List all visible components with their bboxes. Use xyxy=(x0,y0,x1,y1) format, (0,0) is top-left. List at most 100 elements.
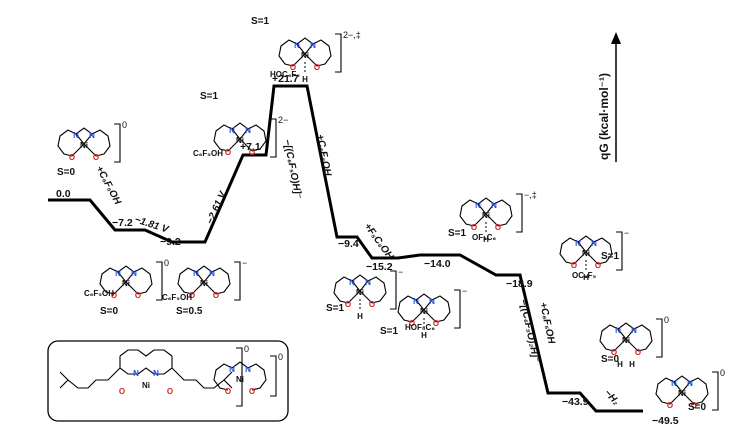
atom-n-left: N xyxy=(229,126,235,135)
ligand-b-bonds xyxy=(213,361,267,391)
charge-label: 0 xyxy=(164,258,169,268)
level-L4: +21.7 xyxy=(272,73,299,85)
level-L8: −18.9 xyxy=(506,278,533,290)
ring-bonds xyxy=(333,274,387,304)
atom-o-left: O xyxy=(290,63,296,72)
charge-label: − xyxy=(462,286,467,296)
atom-n-left: N xyxy=(73,131,79,140)
ring-bonds xyxy=(57,127,111,157)
atom-h-s6: H xyxy=(357,312,363,321)
level-L5: −9.4 xyxy=(338,238,359,250)
spin-s10: S=0 xyxy=(601,354,620,365)
atom-n-right: N xyxy=(591,239,597,248)
spin-s1: S=0 xyxy=(57,167,76,178)
charge-label: 0 xyxy=(720,368,725,378)
atom-h-s5: H xyxy=(302,75,308,84)
atom-o-right: O xyxy=(495,223,501,232)
ligand-b-n-right: N xyxy=(245,365,251,374)
atom-o-left: O xyxy=(345,300,351,309)
charge-bracket xyxy=(390,270,397,310)
atom-o-left: O xyxy=(69,153,75,162)
atom-o-right: O xyxy=(213,291,219,300)
ligand-s9: OC₆F₅ xyxy=(572,271,597,280)
ligand-a-n-right: N xyxy=(153,369,159,378)
charge-label: 2−,‡ xyxy=(343,30,361,40)
energy-axis: qG (kcal·mol⁻¹) xyxy=(597,32,621,162)
atom-o-left: O xyxy=(225,148,231,157)
ring-bonds xyxy=(99,265,153,295)
atom-n-left: N xyxy=(575,239,581,248)
spin-s2: S=0 xyxy=(100,306,119,317)
spin-s8: S=1 xyxy=(448,228,467,239)
atom-n-left: N xyxy=(193,269,199,278)
energy-axis-label: qG (kcal·mol⁻¹) xyxy=(597,73,611,160)
charge-bracket xyxy=(270,118,277,158)
atom-ni: Ni xyxy=(301,51,309,60)
atom-n-left: N xyxy=(615,326,621,335)
step-add-acid-1: +C₆F₅OH xyxy=(93,164,123,207)
ligand-a-o-left: O xyxy=(119,387,125,396)
atom-o-left: O xyxy=(571,261,577,270)
atom-o-right: O xyxy=(433,319,439,328)
level-L2: −9.2 xyxy=(160,236,181,248)
ligand-b-o-left: O xyxy=(225,387,231,396)
charge-bracket xyxy=(114,123,121,163)
energy-axis-arrowhead xyxy=(611,32,621,44)
ligand-b-bracket xyxy=(270,355,277,397)
charge-label: − xyxy=(624,228,629,238)
ligand-a-n-left: N xyxy=(133,369,139,378)
charge-bracket xyxy=(656,318,663,358)
atom-n-right: N xyxy=(365,278,371,287)
atom-o-right: O xyxy=(93,153,99,162)
atom-n-right: N xyxy=(631,326,637,335)
step-add-acid-2: +C₆F₅OH xyxy=(314,133,333,177)
atom-h-s8: H xyxy=(483,235,489,244)
ring-bonds xyxy=(459,197,513,227)
spin-s11: S=0 xyxy=(688,402,707,413)
atom-h-left-s10: H xyxy=(617,360,623,369)
atom-o-left: O xyxy=(471,223,477,232)
charge-label: 0 xyxy=(122,120,127,130)
atom-o-right: O xyxy=(249,148,255,157)
ring-bonds xyxy=(397,293,451,323)
charge-bracket xyxy=(616,231,623,271)
atom-n-right: N xyxy=(89,131,95,140)
atom-o-left: O xyxy=(667,401,673,410)
atom-ni: Ni xyxy=(200,279,208,288)
ligand-a-charge: 0 xyxy=(244,344,249,354)
step-add-acid-3: +F₅C₆OH xyxy=(362,221,396,262)
atom-n-right: N xyxy=(429,297,435,306)
atom-n-left: N xyxy=(413,297,419,306)
spin-s7: S=1 xyxy=(380,326,399,337)
energy-profile xyxy=(48,84,643,413)
atom-h-right-s10: H xyxy=(629,360,635,369)
atom-h-s9: H xyxy=(583,273,589,282)
charge-bracket xyxy=(712,371,719,411)
atom-ni: Ni xyxy=(356,288,364,297)
charge-label: 2− xyxy=(278,115,288,125)
level-L6: −15.2 xyxy=(366,261,393,273)
atom-o-right: O xyxy=(314,63,320,72)
atom-ni: Ni xyxy=(678,389,686,398)
spin-s4: S=1 xyxy=(200,91,219,102)
step-add-acid-4: +C₆F₅OH xyxy=(537,301,557,345)
charge-label: − xyxy=(242,258,247,268)
atom-ni: Ni xyxy=(80,141,88,150)
atom-o-right: O xyxy=(369,300,375,309)
step-lose-h2: −H₂ xyxy=(602,388,622,408)
spin-s9: S=1 xyxy=(601,251,620,262)
atom-o-right: O xyxy=(691,401,697,410)
